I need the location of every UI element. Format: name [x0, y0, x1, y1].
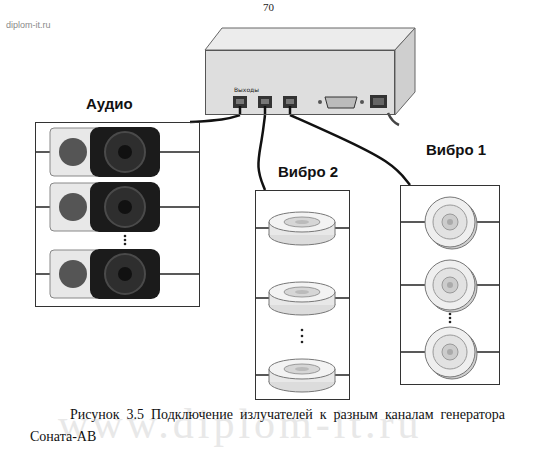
vibro-emitters	[301, 341, 304, 344]
vibro-emitters	[400, 197, 500, 249]
emitter-group: Аудио	[35, 122, 200, 307]
generator-body	[205, 28, 415, 50]
audio-speakers	[124, 243, 127, 246]
generator-body	[395, 28, 415, 115]
vibro-emitters	[255, 212, 350, 245]
generator-body	[325, 97, 357, 108]
generator-body	[318, 100, 322, 104]
audio-speakers	[35, 249, 200, 299]
generator-body	[360, 100, 364, 104]
vibro-emitters	[301, 335, 304, 338]
emitter-group: Вибро 2	[255, 190, 350, 400]
vibro-emitters	[400, 327, 500, 379]
generator-body	[370, 95, 387, 108]
audio-speakers	[35, 127, 200, 177]
vibro-emitters	[301, 329, 304, 332]
audio-speakers	[35, 127, 200, 299]
emitter-group: Вибро 1	[400, 185, 500, 385]
vibro-emitters	[255, 282, 350, 315]
watermark: diplom-it.ru	[6, 20, 51, 30]
vibro-emitters	[449, 313, 452, 316]
group-heading: Аудио	[86, 95, 133, 112]
generator-body	[236, 99, 244, 104]
vibro-emitters	[449, 317, 452, 320]
group-heading: Вибро 2	[278, 163, 338, 180]
generator-body	[261, 99, 269, 104]
generator-body	[289, 106, 292, 115]
generator-body	[264, 106, 267, 115]
audio-speakers	[124, 239, 127, 242]
vibro-emitters	[400, 197, 500, 379]
audio-speakers	[124, 235, 127, 238]
generator-body	[205, 50, 395, 115]
panel-label: Выходы	[234, 86, 259, 93]
cable	[258, 115, 265, 190]
vibro-emitters	[255, 359, 350, 392]
cable	[190, 115, 240, 122]
vibro-emitters	[255, 212, 350, 392]
generator-body	[239, 106, 242, 115]
page-number: 70	[263, 1, 274, 13]
group-heading: Вибро 1	[426, 141, 486, 158]
figure-caption: Рисунок 3.5 Подключение излучателей к ра…	[30, 404, 505, 447]
generator-body	[286, 99, 294, 104]
vibro-emitters	[449, 321, 452, 324]
audio-speakers	[35, 182, 200, 232]
generator-body	[205, 28, 415, 125]
generator-front-panel: Выходы	[205, 50, 395, 115]
vibro-emitters	[400, 260, 500, 312]
generator-body	[373, 98, 384, 105]
